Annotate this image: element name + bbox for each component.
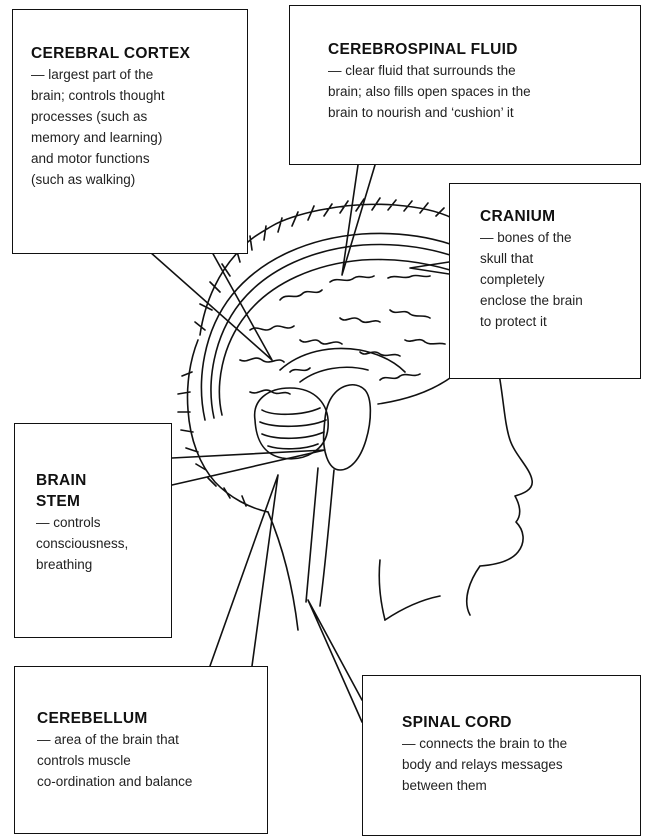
pointer-csf [342,165,375,275]
cerebellum-label: CEREBELLUM — area of the brain that cont… [14,666,268,834]
cerebellum-line: — area of the brain that [37,729,261,750]
cranium-inner-outline [211,244,450,418]
cranium-line: completely [480,269,632,290]
cranium-label: CRANIUM — bones of the skull that comple… [449,183,641,379]
spinal-cord-line: — connects the brain to the [402,733,634,754]
cerebral-cortex-line: processes (such as [31,106,239,127]
pointer-stem [172,450,325,485]
cerebellum-shape [255,388,329,459]
brain-outline [219,259,450,415]
cranium-line: skull that [480,248,632,269]
cerebral-cortex-label: CEREBRAL CORTEX — largest part of the br… [12,9,248,254]
spinal-cord-label: SPINAL CORD — connects the brain to the … [362,675,641,836]
cerebellum-line: co-ordination and balance [37,771,261,792]
cranium-line: enclose the brain [480,290,632,311]
cerebellum-title: CEREBELLUM [37,709,261,729]
spinal-cord-shape [306,468,334,606]
spinal-cord-line: between them [402,775,634,796]
brain-stem-line: consciousness, [36,533,165,554]
cerebrospinal-fluid-line: — clear fluid that surrounds the [328,60,632,81]
cranium-line: — bones of the [480,227,632,248]
brain-stem-title: BRAIN [36,470,165,491]
cerebrospinal-fluid-label: CEREBROSPINAL FLUID — clear fluid that s… [289,5,641,165]
pointer-spinal [308,600,362,722]
brain-stem-title: STEM [36,491,165,512]
cerebral-cortex-line: memory and learning) [31,127,239,148]
spinal-cord-title: SPINAL CORD [402,713,634,733]
brain-stem-line: breathing [36,554,165,575]
brain-stem-label: BRAIN STEM — controls consciousness, bre… [14,423,172,638]
cranium-title: CRANIUM [480,207,632,227]
cranium-line: to protect it [480,311,632,332]
brain-stem-line: — controls [36,512,165,533]
cerebral-cortex-line: (such as walking) [31,169,239,190]
cerebral-cortex-title: CEREBRAL CORTEX [31,44,239,64]
cerebrospinal-fluid-title: CEREBROSPINAL FLUID [328,40,632,60]
cerebral-cortex-line: brain; controls thought [31,85,239,106]
cerebrospinal-fluid-line: brain; also fills open spaces in the [328,81,632,102]
cortex-folds [240,275,445,394]
cerebral-cortex-line: and motor functions [31,148,239,169]
neck-outline [268,512,385,630]
spinal-cord-line: body and relays messages [402,754,634,775]
cerebrospinal-fluid-line: brain to nourish and ‘cushion’ it [328,102,632,123]
cerebellum-line: controls muscle [37,750,261,771]
brain-stem-shape [324,385,371,470]
cerebral-cortex-line: — largest part of the [31,64,239,85]
